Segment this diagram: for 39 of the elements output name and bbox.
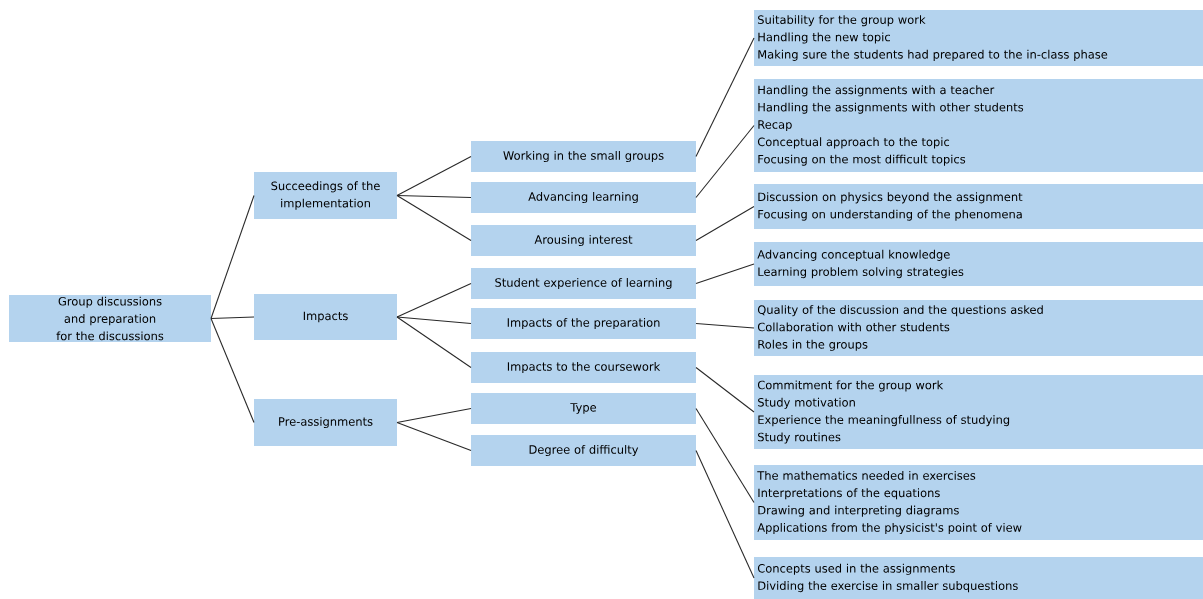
category-box: Impacts to the coursework bbox=[471, 352, 696, 383]
category-box: Pre-assignments bbox=[254, 399, 397, 446]
connector-line bbox=[210, 317, 255, 424]
connector-line bbox=[695, 205, 755, 242]
category-box: Suitability for the group work Handling the new topic Making sure the students had prepared to the in-class phase bbox=[754, 10, 1203, 66]
category-box: Commitment for the group work Study motivation Experience the meaningfullness of studying Study routines bbox=[754, 375, 1203, 449]
connector-line bbox=[396, 155, 472, 197]
connector-line bbox=[396, 282, 472, 318]
category-box: Arousing interest bbox=[471, 225, 696, 256]
category-box: Student experience of learning bbox=[471, 268, 696, 299]
category-box: Quality of the discussion and the questions asked Collaboration with other students Roles in the groups bbox=[754, 300, 1203, 356]
category-box: The mathematics needed in exercises Interpretations of the equations Drawing and interpreting diagrams Applications from the physicist's point of view bbox=[754, 465, 1203, 540]
category-box: Degree of difficulty bbox=[471, 435, 696, 466]
connector-line bbox=[695, 322, 755, 329]
connector-line bbox=[396, 316, 472, 325]
category-box: Type bbox=[471, 393, 696, 424]
connector-line bbox=[695, 37, 755, 158]
connector-line bbox=[210, 316, 255, 320]
connector-line bbox=[396, 421, 472, 452]
category-box: Impacts of the preparation bbox=[471, 308, 696, 339]
connector-line bbox=[695, 407, 755, 504]
category-box: Impacts bbox=[254, 294, 397, 340]
connector-line bbox=[695, 366, 755, 413]
connector-line bbox=[695, 124, 755, 199]
category-box: Succeedings of the implementation bbox=[254, 172, 397, 219]
connector-line bbox=[396, 407, 472, 424]
connector-line bbox=[396, 316, 472, 369]
category-box: Handling the assignments with a teacher Handling the assignments with other students Recap Conceptual approach to the topic Focusing on the most difficult topics bbox=[754, 79, 1203, 172]
connector-line bbox=[210, 194, 255, 320]
connector-line bbox=[695, 263, 755, 285]
connector-line bbox=[396, 194, 472, 242]
category-box: Discussion on physics beyond the assignment Focusing on understanding of the phenomena bbox=[754, 184, 1203, 229]
connector-line bbox=[396, 194, 472, 199]
category-box: Group discussions and preparation for the discussions bbox=[9, 295, 211, 342]
category-box: Advancing learning bbox=[471, 182, 696, 213]
category-box: Working in the small groups bbox=[471, 141, 696, 172]
category-box: Advancing conceptual knowledge Learning problem solving strategies bbox=[754, 242, 1203, 286]
category-box: Concepts used in the assignments Dividing the exercise in smaller subquestions bbox=[754, 557, 1203, 599]
connector-line bbox=[695, 449, 755, 579]
